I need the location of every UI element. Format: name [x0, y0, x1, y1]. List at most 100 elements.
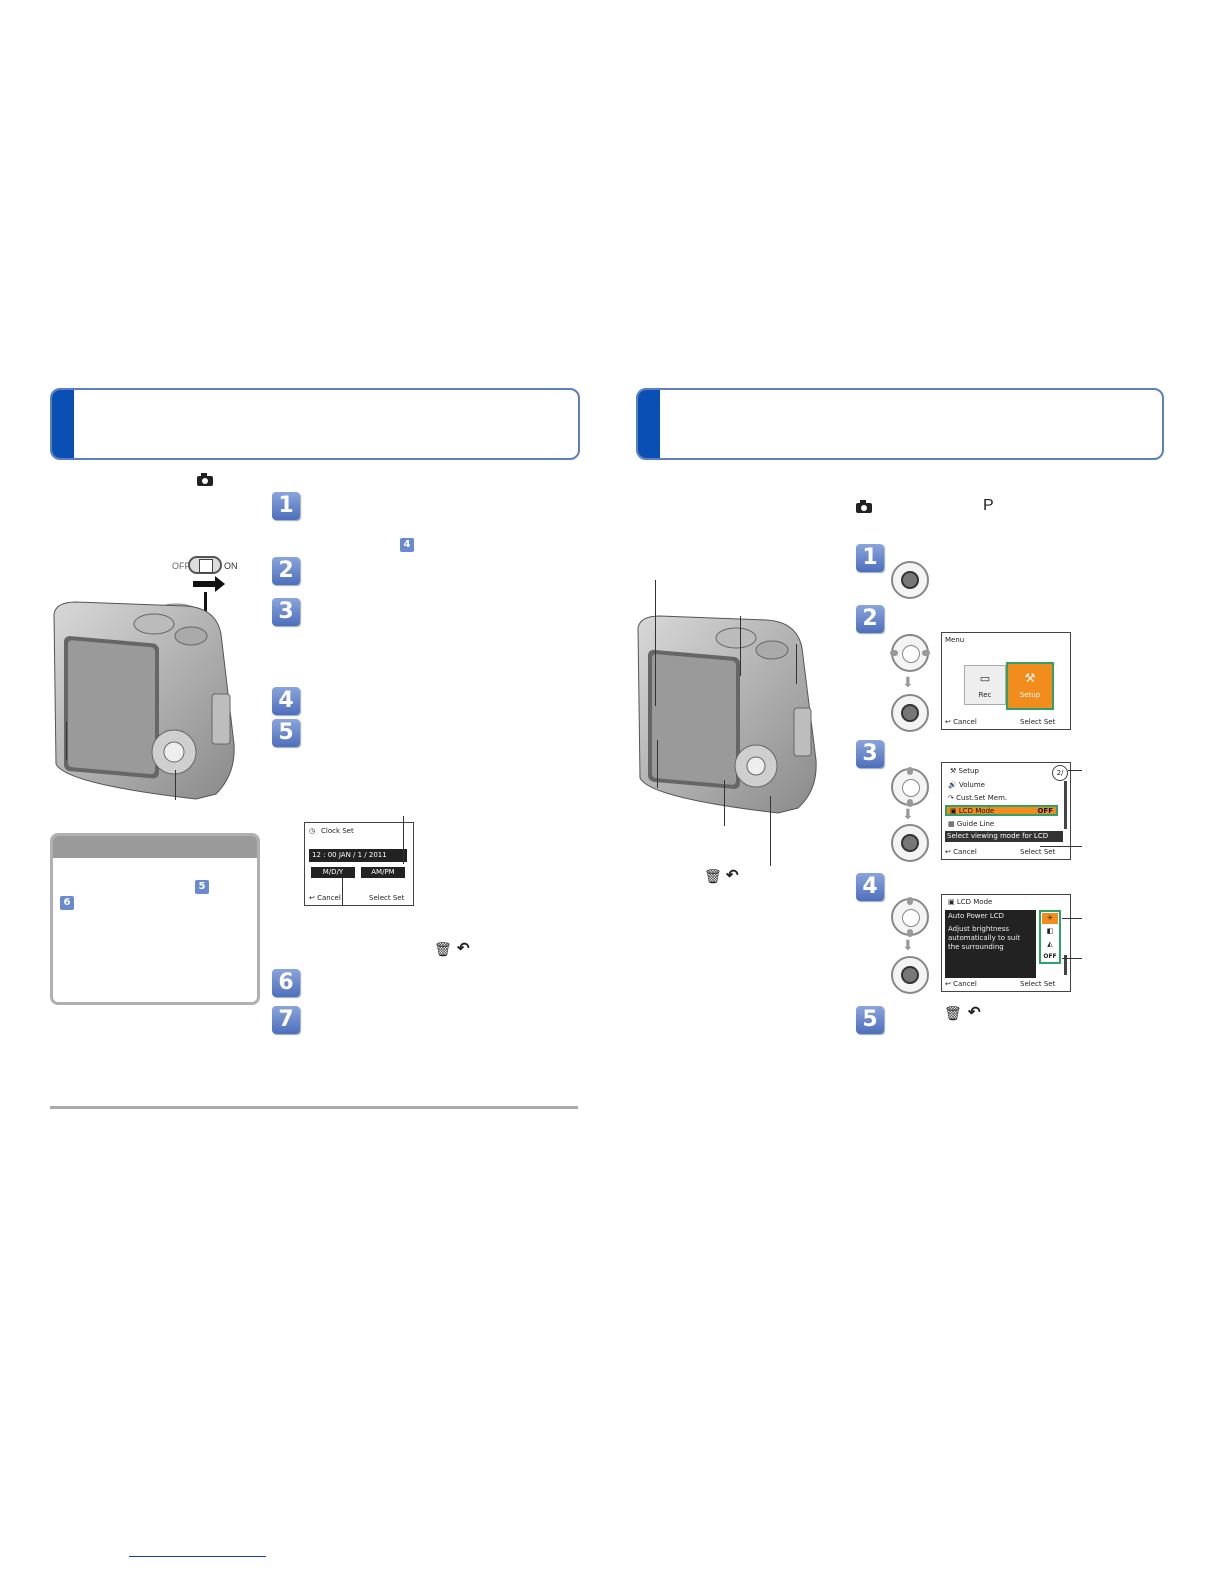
trash-icon: 🗑 — [434, 941, 452, 957]
step-4-badge: 4 — [856, 873, 884, 901]
clock-cancel-label: ↩ Cancel — [309, 894, 341, 902]
power-lcd-option[interactable]: ◧ — [1046, 927, 1054, 935]
back-icon: ↶ — [968, 1004, 981, 1021]
footer-link-underline[interactable] — [129, 1556, 266, 1557]
cursor-left-right-button[interactable] — [890, 634, 930, 672]
step-1-badge: 1 — [856, 544, 884, 572]
menu-select-set-label: Select Set — [1020, 718, 1056, 726]
scroll-bar[interactable] — [1064, 955, 1067, 975]
clock-set-title: Clock Set — [321, 827, 354, 835]
cursor-leader-line — [175, 770, 176, 800]
lcd-icon: ▣ — [950, 807, 957, 815]
step-2-badge: 2 — [272, 557, 300, 585]
shutter-leader-line — [655, 580, 656, 706]
camera-back-illustration — [53, 601, 235, 800]
camera-icon — [197, 473, 213, 486]
lcd-desc-line-2: automatically to suit — [948, 934, 1020, 942]
left-section-header — [50, 388, 580, 460]
lcd-desc-line-3: the surrounding — [948, 943, 1004, 951]
section-divider — [50, 1106, 578, 1109]
lcd-option-heading: Auto Power LCD — [948, 912, 1005, 920]
hint-leader — [1040, 846, 1082, 847]
step-1-badge: 1 — [272, 492, 300, 520]
rec-label: Rec — [978, 691, 992, 699]
down-arrow-icon: ⬇ — [902, 806, 914, 822]
date-format-field[interactable]: M/D/Y — [311, 867, 355, 878]
clock-select-set-label: Select Set — [369, 894, 405, 902]
note-step-5-ref: 5 — [195, 880, 209, 894]
note-box-header — [53, 836, 257, 858]
step-3-badge: 3 — [272, 598, 300, 626]
auto-power-lcd-option[interactable]: ☀ — [1042, 913, 1058, 924]
dial-leader-line — [740, 616, 741, 676]
clock-set-screen: ◷ Clock Set 12 : 00 JAN / 1 / 2011 M/D/Y… — [304, 822, 414, 906]
lcd-off-option[interactable]: OFF — [1043, 953, 1057, 960]
back-icon: ↶ — [726, 867, 739, 884]
switch-off-label: OFF — [172, 561, 190, 571]
rec-menu-item[interactable]: ▭ Rec — [964, 665, 1006, 705]
right-section-header — [636, 388, 1164, 460]
header-accent-bar — [638, 390, 660, 458]
setup-hint-bar: Select viewing mode for LCD displ — [945, 831, 1063, 842]
camera-icon — [856, 500, 872, 513]
setup-cancel-label: ↩ Cancel — [945, 848, 977, 856]
setup-item-lcd-mode[interactable]: ▣ LCD Mode OFF — [945, 805, 1058, 816]
step-5-badge: 5 — [856, 1006, 884, 1034]
cursor-up-down-button[interactable] — [891, 897, 929, 937]
inline-step-4-ref: 4 — [400, 538, 414, 552]
scroll-bar[interactable] — [1064, 781, 1067, 829]
setup-label: Setup — [1019, 691, 1041, 699]
lcd-options-column: ☀ ◧ ◭ OFF — [1039, 910, 1061, 964]
high-angle-option[interactable]: ◭ — [1047, 940, 1053, 948]
power-switch[interactable] — [188, 556, 222, 574]
clock-time-row[interactable]: 12 : 00 JAN / 1 / 2011 — [309, 849, 407, 862]
cursor-leader-line — [724, 780, 725, 826]
option-leader-bottom — [1062, 958, 1082, 959]
menu-set-button[interactable] — [891, 956, 929, 994]
menu-set-button[interactable] — [891, 824, 929, 862]
lcd-description-panel: Auto Power LCD Adjust brightness automat… — [945, 910, 1036, 978]
header-accent-bar — [52, 390, 74, 458]
arrow-right-icon — [193, 576, 225, 592]
down-arrow-icon: ⬇ — [902, 937, 914, 953]
menu-set-button[interactable] — [891, 561, 929, 599]
note-step-6-ref: 6 — [60, 896, 74, 910]
page-indicator: 2/ — [1052, 765, 1068, 781]
time-format-leader — [403, 816, 404, 864]
step-7-badge: 7 — [272, 1006, 300, 1034]
menu-cancel-label: ↩ Cancel — [945, 718, 977, 726]
setup-item-guide-line[interactable]: ▦ Guide Line — [948, 820, 995, 828]
program-mode-letter: P — [983, 497, 994, 514]
cursor-up-down-button[interactable] — [891, 767, 929, 807]
lcd-cancel-label: ↩ Cancel — [945, 980, 977, 988]
setup-item-cust-set-mem[interactable]: ↷ Cust.Set Mem. — [948, 794, 1008, 802]
switch-on-label: ON — [224, 561, 238, 571]
step-6-badge: 6 — [272, 969, 300, 997]
setup-screen: ⚒ Setup 2/ 🔊 Volume ↷ Cust.Set Mem. ▣ LC… — [941, 762, 1071, 860]
setup-select-set-label: Select Set — [1020, 848, 1056, 856]
lcd-desc-line-1: Adjust brightness — [948, 925, 1010, 933]
trash-icon: 🗑 — [704, 868, 722, 884]
page-indicator-leader — [1068, 770, 1082, 771]
lcd-select-set-label: Select Set — [1020, 980, 1056, 988]
lcd-mode-title: ▣ LCD Mode — [948, 898, 993, 906]
setup-item-volume[interactable]: 🔊 Volume — [948, 781, 985, 789]
step-3-badge: 3 — [856, 740, 884, 768]
note-box — [50, 833, 260, 1005]
step-2-badge: 2 — [856, 605, 884, 633]
wrench-icon: ⚒ — [1024, 671, 1036, 685]
menu-screen: Menu ▭ Rec ⚒ Setup ↩ Cancel Select Set — [941, 632, 1071, 730]
date-format-leader — [342, 878, 343, 906]
back-button-leader-line — [770, 796, 771, 866]
trash-icon: 🗑 — [944, 1005, 962, 1021]
menu-set-button[interactable] — [891, 694, 929, 732]
camera-back-illustration — [637, 615, 817, 814]
time-format-field[interactable]: AM/PM — [361, 867, 405, 878]
setup-menu-item[interactable]: ⚒ Setup — [1006, 662, 1054, 710]
back-icon: ↶ — [457, 940, 470, 957]
option-leader-top — [1062, 918, 1082, 919]
monitor-leader-line — [657, 740, 658, 788]
folder-icon: ▭ — [979, 672, 991, 685]
button-leader-line — [796, 644, 797, 684]
clock-icon: ◷ — [309, 827, 316, 835]
